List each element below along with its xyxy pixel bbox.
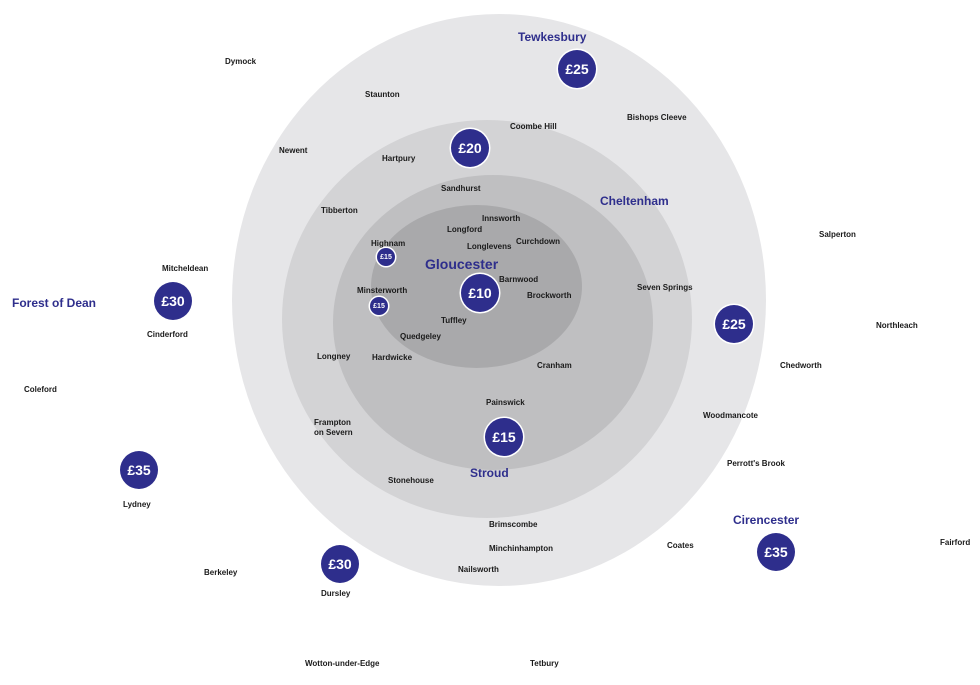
place-label: Painswick xyxy=(486,398,525,407)
place-label: Barnwood xyxy=(499,275,539,284)
place-label: Perrott's Brook xyxy=(727,459,785,468)
place-label: Frampton xyxy=(314,418,351,427)
place-label: Stonehouse xyxy=(388,476,434,485)
place-label: on Severn xyxy=(314,428,353,437)
place-label: Hartpury xyxy=(382,154,416,163)
place-label: Lydney xyxy=(123,500,151,509)
town-stroud: Stroud xyxy=(470,466,509,480)
place-label: Quedgeley xyxy=(400,332,441,341)
place-label: Woodmancote xyxy=(703,411,758,420)
price-badge-tewkesbury: £25 xyxy=(558,50,596,88)
place-label: Innsworth xyxy=(482,214,521,223)
place-label: Coleford xyxy=(24,385,57,394)
place-label: Cranham xyxy=(537,361,572,370)
price-badge-gloucester: £10 xyxy=(461,274,499,312)
place-label: Tetbury xyxy=(530,659,559,668)
place-label: Minchinhampton xyxy=(489,544,553,553)
place-label: Newent xyxy=(279,146,308,155)
place-label: Coates xyxy=(667,541,694,550)
price-badge-dursley: £30 xyxy=(321,545,359,583)
town-gloucester: Gloucester xyxy=(425,256,499,272)
place-label: Coombe Hill xyxy=(510,122,557,131)
place-label: Wotton-under-Edge xyxy=(305,659,380,668)
price-badge-inner-north: £20 xyxy=(451,129,489,167)
price-badge-east: £25 xyxy=(715,305,753,343)
town-forest-of-dean: Forest of Dean xyxy=(12,296,97,310)
town-tewkesbury: Tewkesbury xyxy=(518,30,587,44)
price-badge-forest-of-dean: £30 xyxy=(154,282,192,320)
place-label: Brockworth xyxy=(527,291,572,300)
place-label: Tibberton xyxy=(321,206,358,215)
place-label: Brimscombe xyxy=(489,520,538,529)
place-label: Nailsworth xyxy=(458,565,499,574)
place-label: Curchdown xyxy=(516,237,560,246)
town-cheltenham: Cheltenham xyxy=(600,194,669,208)
place-label: Dymock xyxy=(225,57,257,66)
place-label: Seven Springs xyxy=(637,283,693,292)
place-label: Berkeley xyxy=(204,568,238,577)
place-label: Highnam xyxy=(371,239,406,248)
place-label: Chedworth xyxy=(780,361,822,370)
place-label: Tuffley xyxy=(441,316,467,325)
place-label: Hardwicke xyxy=(372,353,413,362)
place-label: Staunton xyxy=(365,90,400,99)
place-label: Minsterworth xyxy=(357,286,408,295)
price-badge-highnam: £15 xyxy=(377,248,395,266)
place-label: Fairford xyxy=(940,538,971,547)
place-label: Longney xyxy=(317,352,351,361)
place-label: Sandhurst xyxy=(441,184,481,193)
place-label: Mitcheldean xyxy=(162,264,209,273)
place-label: Salperton xyxy=(819,230,856,239)
price-badge-minsterworth: £15 xyxy=(370,297,388,315)
place-label: Northleach xyxy=(876,321,918,330)
place-label: Bishops Cleeve xyxy=(627,113,687,122)
place-label: Longlevens xyxy=(467,242,512,251)
town-cirencester: Cirencester xyxy=(733,513,800,527)
place-label: Dursley xyxy=(321,589,351,598)
price-badge-stroud: £15 xyxy=(485,418,523,456)
price-badge-cirencester: £35 xyxy=(757,533,795,571)
place-label: Cinderford xyxy=(147,330,188,339)
price-badge-lydney: £35 xyxy=(120,451,158,489)
place-label: Longford xyxy=(447,225,483,234)
